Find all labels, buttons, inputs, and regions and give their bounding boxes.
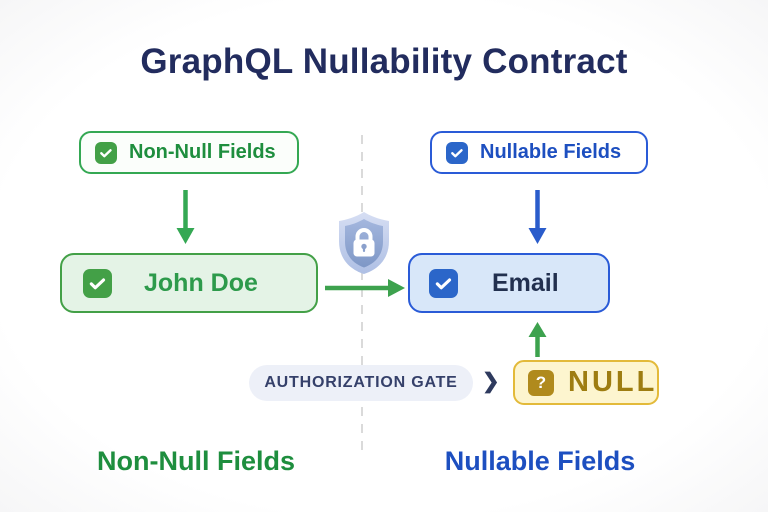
page-title: GraphQL Nullability Contract [140,42,628,81]
non-null-fields-footer-label: Non-Null Fields [97,446,295,476]
shield-lock-icon [339,212,389,274]
checkbox-checked-icon [446,141,468,164]
null-label: NULL [568,366,658,398]
checkbox-checked-icon [83,268,112,298]
null-value-box: ? NULL [513,360,659,405]
email-field-box: Email [408,253,610,313]
nullable-fields-header-label: Nullable Fields [480,141,622,163]
email-field-label: Email [492,268,559,297]
arrow-up-green-icon [528,322,547,357]
question-mark-icon: ? [528,369,554,396]
nullable-fields-footer-label: Nullable Fields [444,446,636,476]
authorization-gate-pill: AUTHORIZATION GATE [249,365,473,401]
checkbox-checked-icon [429,268,458,298]
john-doe-field-label: John Doe [144,268,258,297]
john-doe-field-box: John Doe [60,253,318,313]
arrow-down-blue-icon [528,190,547,244]
arrow-down-green-icon [176,190,195,244]
authorization-gate-label: AUTHORIZATION GATE [264,374,458,391]
checkbox-checked-icon [95,141,117,164]
nullable-fields-header-box: Nullable Fields [430,131,648,174]
chevron-right-icon: ❯ [482,370,500,393]
dashed-divider-line [361,135,363,453]
arrow-right-green-icon [325,279,405,297]
non-null-fields-header-label: Non-Null Fields [129,141,276,163]
non-null-fields-header-box: Non-Null Fields [79,131,299,174]
